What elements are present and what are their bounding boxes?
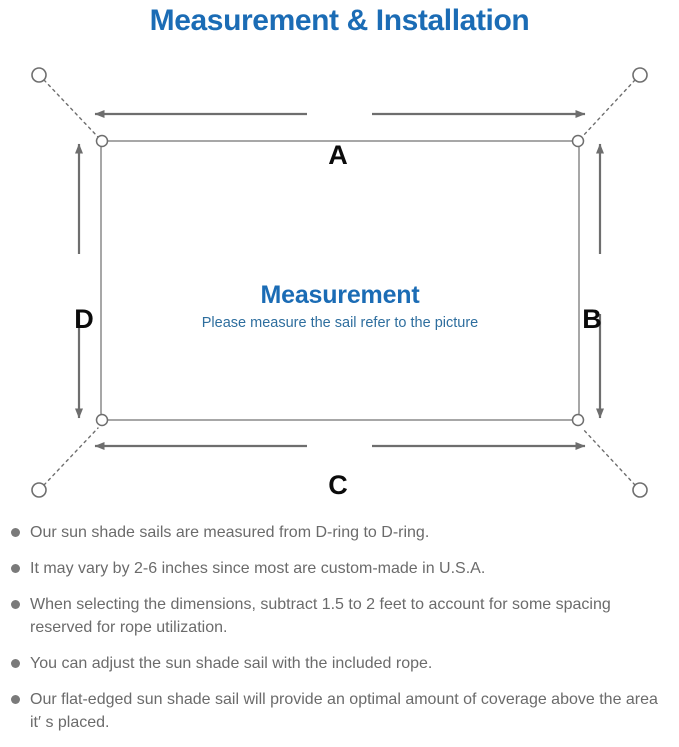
d-ring-bottom-left bbox=[95, 413, 109, 427]
rope-lines bbox=[43, 79, 636, 486]
page-title: Measurement & Installation bbox=[149, 4, 530, 37]
d-ring-bottom-right bbox=[571, 413, 585, 427]
d-rings bbox=[95, 134, 585, 427]
bullet-icon bbox=[11, 600, 20, 609]
note-text: Our flat-edged sun shade sail will provi… bbox=[30, 691, 658, 731]
anchor-ring-top-left bbox=[31, 67, 47, 83]
d-ring-top-left bbox=[95, 134, 109, 148]
dimension-label-d: D bbox=[74, 304, 94, 334]
anchor-ring-top-right bbox=[632, 67, 648, 83]
sail-center-title: Measurement bbox=[260, 281, 420, 309]
notes-list: Our sun shade sails are measured from D-… bbox=[0, 521, 679, 747]
shade-sail-body bbox=[100, 140, 580, 421]
bullet-icon bbox=[11, 695, 20, 704]
list-item: Our sun shade sails are measured from D-… bbox=[0, 521, 679, 544]
anchor-ring-bottom-left bbox=[31, 482, 47, 498]
bullet-icon bbox=[11, 659, 20, 668]
list-item: It may vary by 2-6 inches since most are… bbox=[0, 557, 679, 580]
dimension-label-c: C bbox=[328, 470, 348, 500]
note-text: When selecting the dimensions, subtract … bbox=[30, 596, 611, 636]
bullet-icon bbox=[11, 564, 20, 573]
dimension-label-a: A bbox=[328, 140, 348, 170]
dimension-label-b: B bbox=[582, 304, 602, 334]
sail-center-label: Measurement Please measure the sail refe… bbox=[100, 280, 580, 334]
anchor-ring-bottom-right bbox=[632, 482, 648, 498]
measurement-diagram: Measurement Please measure the sail refe… bbox=[0, 42, 679, 512]
diagram-svg bbox=[31, 67, 648, 498]
note-text: You can adjust the sun shade sail with t… bbox=[30, 655, 433, 672]
d-ring-top-right bbox=[571, 134, 585, 148]
list-item: Our flat-edged sun shade sail will provi… bbox=[0, 688, 679, 734]
note-text: Our sun shade sails are measured from D-… bbox=[30, 524, 430, 541]
sail-center-subtitle: Please measure the sail refer to the pic… bbox=[201, 315, 479, 331]
note-text: It may vary by 2-6 inches since most are… bbox=[30, 560, 486, 577]
bullet-icon bbox=[11, 528, 20, 537]
list-item: You can adjust the sun shade sail with t… bbox=[0, 652, 679, 675]
anchor-rings bbox=[31, 67, 648, 498]
list-item: When selecting the dimensions, subtract … bbox=[0, 593, 679, 639]
